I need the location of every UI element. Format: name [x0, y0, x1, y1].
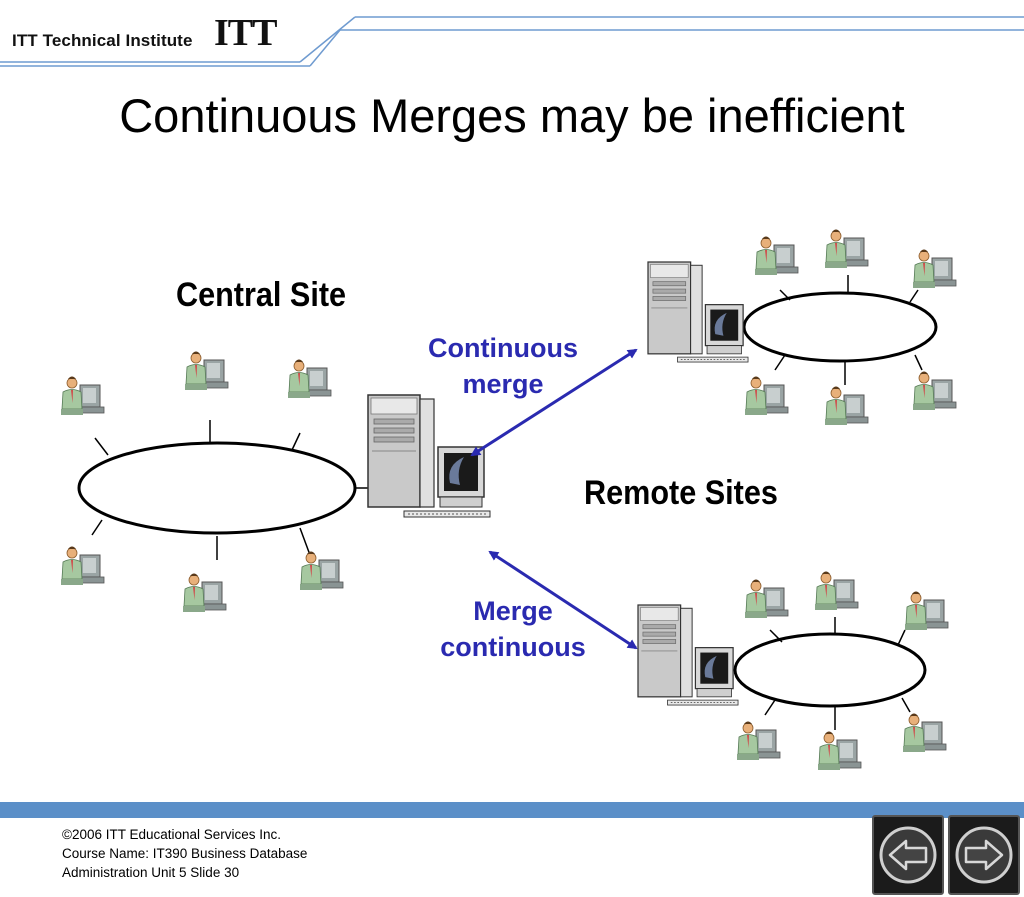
central-users [60, 351, 344, 613]
footer-text: ©2006 ITT Educational Services Inc. Cour… [62, 825, 307, 882]
continuous-merge-label-line1: Continuous [428, 333, 578, 363]
header-decoration-lines [0, 16, 1024, 67]
merge-continuous-label-line2: continuous [440, 632, 586, 662]
user-workstation-icon [184, 351, 229, 391]
user-workstation-icon [299, 551, 344, 591]
footer-bar [0, 802, 1024, 818]
user-workstation-icon [912, 371, 957, 411]
footer-unit-slide: Administration Unit 5 Slide 30 [62, 865, 240, 880]
user-workstation-icon [904, 591, 949, 631]
slide-header: ITT Technical Institute ITT [0, 0, 1024, 70]
user-workstation-icon [912, 249, 957, 289]
merge-continuous-arrow [488, 550, 638, 650]
user-workstation-icon [744, 579, 789, 619]
server-icon [647, 261, 749, 363]
user-workstation-icon [182, 573, 227, 613]
left-arrow-icon [879, 826, 937, 884]
slide-title: Continuous Merges may be inefficient [119, 89, 905, 142]
footer-copyright: ©2006 ITT Educational Services Inc. [62, 827, 282, 842]
continuous-merge-arrow [470, 348, 638, 457]
merge-continuous-label-line1: Merge [473, 596, 553, 626]
remote-top-ring [730, 275, 938, 385]
remote-sites-label: Remote Sites [584, 474, 778, 512]
footer-course-name: Course Name: IT390 Business Database [62, 846, 308, 861]
server-icon [367, 394, 491, 518]
user-workstation-icon [287, 359, 332, 399]
previous-slide-button[interactable] [872, 815, 944, 895]
remote-top-users [744, 229, 957, 426]
remote-bottom-ring [720, 617, 927, 730]
user-workstation-icon [754, 236, 799, 276]
user-workstation-icon [902, 713, 947, 753]
server-icon [637, 604, 739, 706]
central-ring [77, 420, 370, 560]
brand-logo: ITT [214, 12, 277, 54]
continuous-merge-label: Continuous merge [418, 330, 588, 402]
user-workstation-icon [60, 376, 105, 416]
continuous-merge-label-line2: merge [462, 369, 544, 399]
user-workstation-icon [814, 571, 859, 611]
merge-continuous-label: Merge continuous [428, 593, 598, 665]
user-workstation-icon [824, 229, 869, 269]
remote-bottom-users [736, 571, 949, 771]
right-arrow-icon [955, 826, 1013, 884]
user-workstation-icon [744, 376, 789, 416]
replication-diagram [60, 229, 957, 771]
next-slide-button[interactable] [948, 815, 1020, 895]
central-site-label: Central Site [176, 276, 347, 314]
user-workstation-icon [824, 386, 869, 426]
user-workstation-icon [817, 731, 862, 771]
user-workstation-icon [736, 721, 781, 761]
user-workstation-icon [60, 546, 105, 586]
brand-text: ITT Technical Institute [12, 31, 193, 50]
